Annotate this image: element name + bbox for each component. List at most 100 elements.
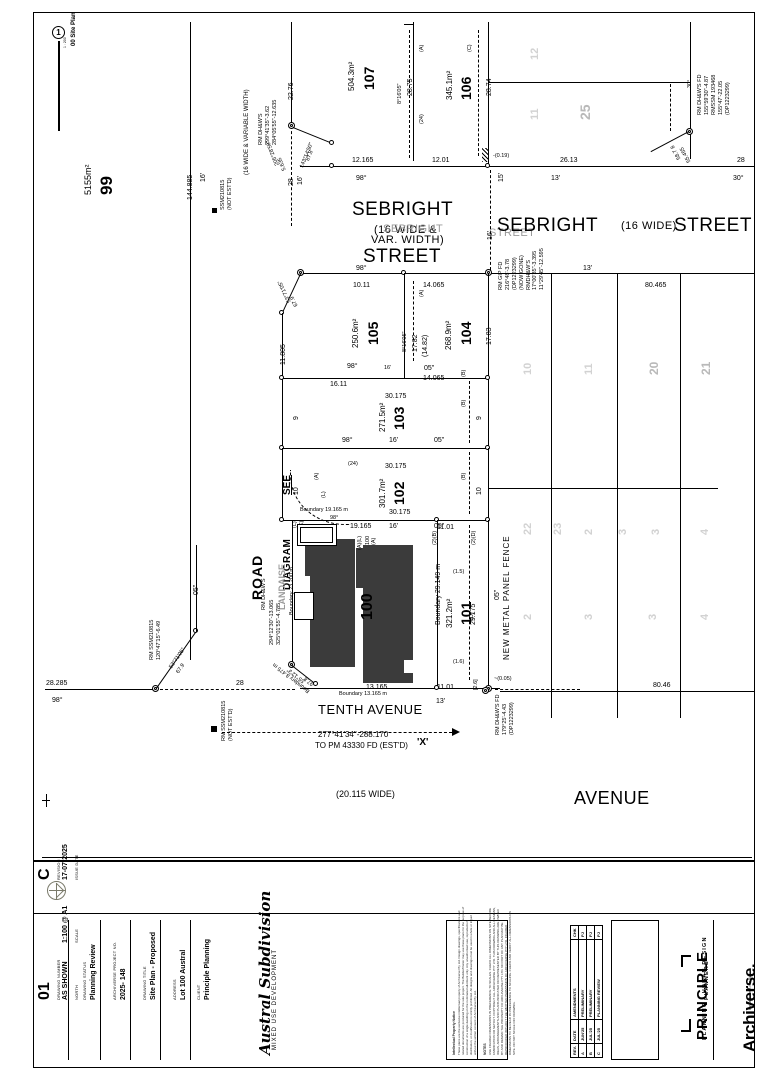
notes-column-2: Intellectual Property Notice These plans…: [452, 907, 477, 1055]
node-lot104-nw: [297, 269, 304, 276]
ghost-lot-r6: 23: [552, 522, 564, 535]
dim-12-165: 12.165: [352, 157, 374, 164]
dim-05-west: 05": [193, 584, 200, 595]
dim-14-82: (14.82): [422, 334, 429, 357]
label-B-lot102: (B): [461, 472, 467, 480]
label-B-lot103: (B): [461, 399, 467, 407]
bearing-98-lot104-s: 98°: [347, 363, 358, 370]
table-row: B JUL'25 PRELIMINARY PJ: [586, 925, 595, 1058]
amend-date-b: JUL'25: [586, 1019, 595, 1044]
ssm-note-2: RM SSM210815 (NOT EST'D): [221, 701, 235, 741]
tb-issue-date-value: 17-07-2025: [62, 844, 69, 880]
label-B-105: (B): [461, 369, 467, 377]
dim-10-11: 10.11: [353, 282, 370, 289]
lot104-south-edge: [282, 378, 405, 380]
lot104-105-divider: [404, 273, 406, 379]
dwelling-east-notch: [404, 660, 414, 673]
lot-area-103: 271.5m²: [378, 402, 387, 432]
tb-rule-2: [160, 920, 161, 1060]
lots-north-edge-right: [490, 273, 755, 275]
tb-drawing-title-value: Site Plan - Proposed: [150, 931, 157, 1000]
node-lot102-smid: [434, 517, 439, 522]
drawing-frame: [33, 12, 755, 1068]
lot106-east-edge: [488, 22, 490, 164]
boundary-west: [190, 22, 192, 660]
ghost-col-line-3b: [680, 488, 681, 718]
tb-drawing-status-value: Planning Review: [90, 944, 97, 1000]
lot103-east-edge: [488, 378, 490, 448]
dim-05-lot105: 05": [424, 365, 435, 372]
scale-marker-sub: 1 : 200: [63, 37, 67, 48]
node-lot100-splay-end: [313, 681, 318, 686]
pm-note-line2: TO PM 43330 FD (EST'D): [315, 741, 408, 750]
dim-30-175-lot102b: 30.175: [389, 509, 411, 516]
dim-13-165: 13.165: [366, 684, 388, 691]
principle-bracket-top: [681, 955, 691, 957]
dwelling-west-courtyard: [294, 592, 314, 620]
principle-bracket-bot: [681, 1030, 691, 1032]
street-label-street-right: STREET: [674, 215, 752, 236]
bearing-13-top: 13': [551, 175, 561, 182]
ghost-lot-r1: 10: [522, 362, 534, 375]
lot-number-100: 100: [359, 593, 376, 620]
lot-area-106: 345.1m²: [445, 70, 454, 100]
dim-30-175-lot102: 30.175: [385, 463, 407, 470]
dwelling-east-wing: [356, 548, 364, 588]
street-label-ghost-street: STREET: [489, 227, 536, 239]
angle-8-16-05-a: 8°16'05": [397, 83, 403, 105]
ghost-lot-r2: 11: [583, 363, 595, 375]
rm-note-4-text: RM GIP FD 216°48'-3.78 (DP1223299) (NOW …: [498, 248, 546, 290]
lot102-west-edge: [282, 448, 284, 520]
dim-9-lot103-w: 9: [293, 416, 300, 420]
lot-number-102: 102: [391, 481, 407, 505]
label-C-106: (C): [467, 44, 473, 52]
dim-22-76: 22.76: [288, 82, 295, 100]
label-100-A: 100(A): [365, 535, 377, 545]
tb-drawing-number-label: DRAWING NUMBER: [56, 959, 61, 1000]
offset-0-19: -(0.19): [493, 153, 510, 159]
bearing-13-bot: 13': [436, 698, 446, 705]
tb-rule-5: [68, 920, 69, 1060]
landaise-bearing: 294°12'30"-13.065 325°01'55"-4.785: [269, 600, 283, 645]
amend-date-a: JUN'25: [578, 1019, 587, 1044]
dim-9-lot103-e: 9: [476, 416, 483, 420]
lot106-dash-west: [409, 30, 410, 158]
dim-11-805: 11.805: [280, 344, 287, 365]
lot-area-107: 504.3m²: [347, 61, 356, 91]
dim-17-83: 17.83: [486, 327, 493, 345]
ghost-col-line-2: [617, 273, 618, 489]
lot-number-105: 104: [458, 321, 474, 345]
ghost-row-divider: [488, 488, 718, 489]
dim-80-46: 80.46: [653, 682, 671, 689]
dim-14-065-top: 14.065: [423, 282, 445, 289]
dim-28-centre: 28: [288, 178, 295, 186]
lot106-tick-top: [404, 24, 414, 25]
fence-note: NEW METAL PANEL FENCE: [502, 535, 511, 660]
table-row: C JUL'25 PLANNING REVIEW PJ: [594, 925, 603, 1058]
amend-rev-a: A: [578, 1043, 587, 1058]
lot-area-99: 5155m²: [83, 164, 93, 195]
node-lot100-sw: [288, 661, 295, 668]
amend-chk-c: PJ: [594, 925, 603, 940]
dim-28-topright: 28: [737, 157, 745, 164]
label-2D: (2)(D): [471, 530, 477, 545]
node-splay-107: [329, 140, 334, 145]
node-lot103-ne: [485, 375, 490, 380]
amend-chk-a: PJ: [578, 925, 587, 940]
label-24-lot102: (24): [348, 461, 358, 467]
lot-area-105: 268.9m²: [444, 320, 453, 350]
node-tenth-ave-east: [482, 687, 489, 694]
bearing-98-lot104: 98°: [356, 265, 367, 272]
lot105-south-edge: [405, 378, 489, 380]
lots-north-edge-left: [300, 273, 490, 275]
amendments-table: REV. DATE AMENDMENTS CHK A JUN'25 PRELIM…: [570, 925, 603, 1058]
ssm-note-1-text: SSM210815 (NOT EST'D): [220, 177, 233, 210]
rm-note-4: RM GIP FD 216°48'-3.78 (DP1223299) (NOW …: [498, 248, 546, 290]
ghost-lot-r8: 3: [617, 528, 629, 535]
ghost-lot-r11: 2: [522, 613, 534, 620]
ghost-lot-r10: 4: [699, 528, 711, 535]
bearing-98-top: 98°: [356, 175, 367, 182]
label-see: SEE: [282, 474, 293, 495]
node-lot102-sw: [279, 517, 284, 522]
ghost-col-line-1b: [551, 488, 552, 718]
